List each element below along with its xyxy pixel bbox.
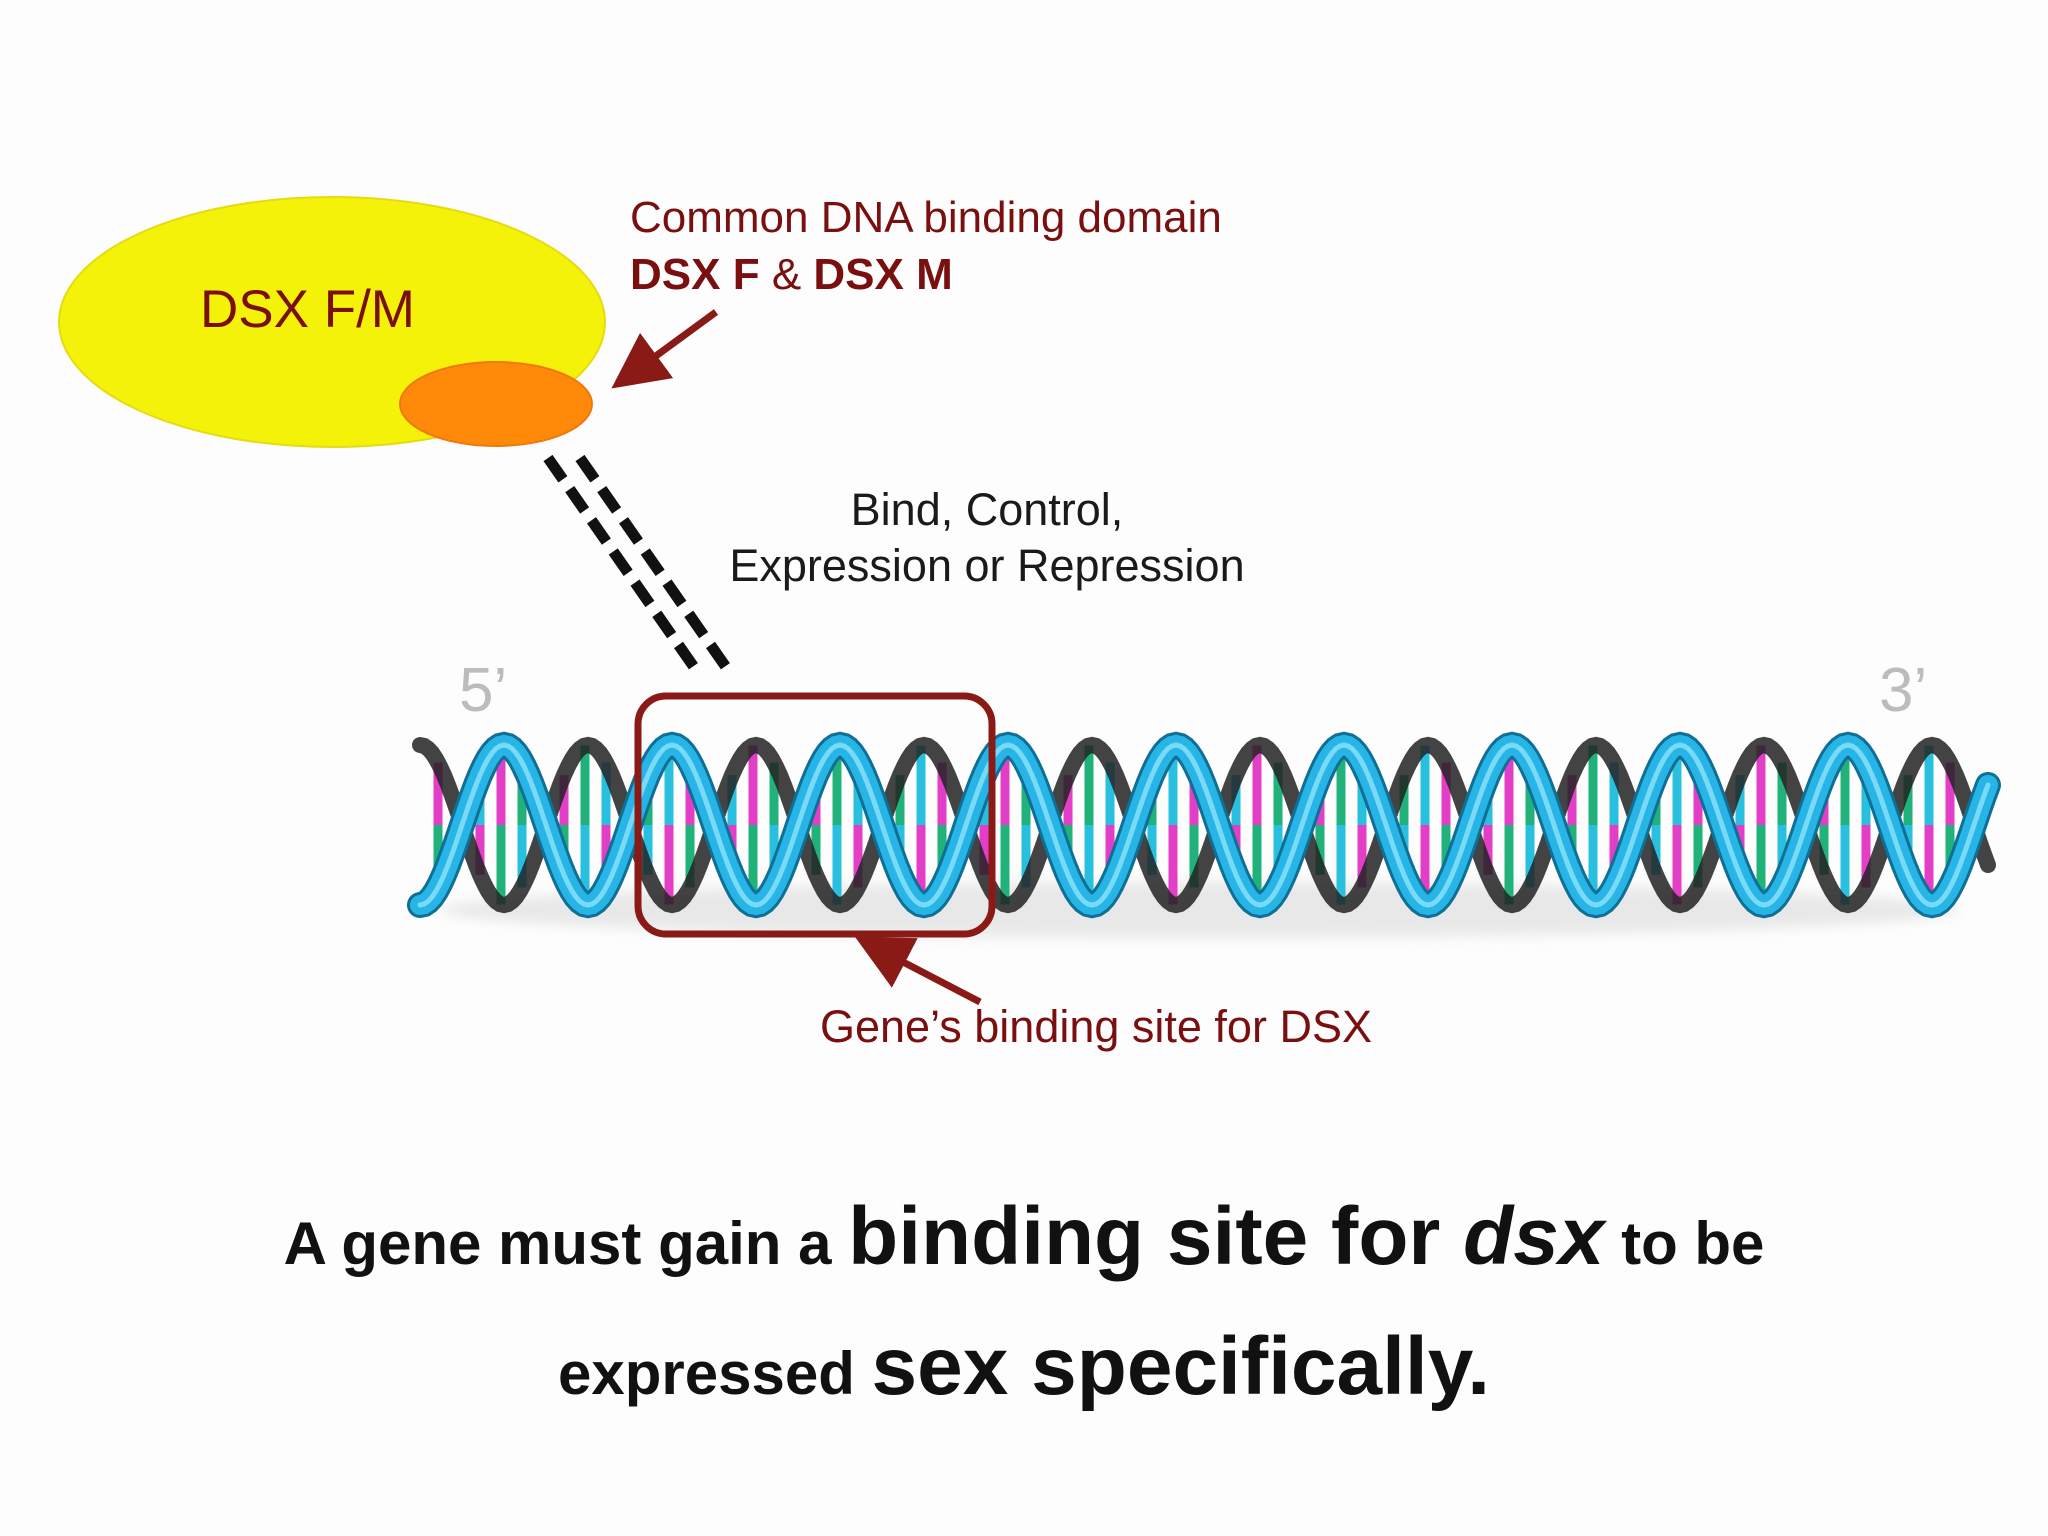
action-line-1: Bind, Control, xyxy=(850,484,1124,535)
binding-site-box xyxy=(634,692,996,938)
caption-line-2: expressed sex specifically. xyxy=(0,1320,2048,1414)
caption-text: expressed xyxy=(558,1340,872,1407)
binding-connector xyxy=(543,454,733,674)
domain-note-variants: DSX F & DSX M xyxy=(630,253,953,297)
caption-gene-name: dsx xyxy=(1463,1191,1605,1282)
ampersand: & xyxy=(771,250,802,299)
domain-note-title: Common DNA binding domain xyxy=(630,193,1222,242)
caption-emphasis: sex specifically. xyxy=(871,1321,1490,1412)
dsx-m-label: DSX M xyxy=(813,250,953,299)
caption-text: to be xyxy=(1604,1210,1765,1277)
binding-site-label: Gene’s binding site for DSX xyxy=(820,1001,1372,1052)
dna-binding-domain xyxy=(399,361,593,447)
caption-text: A gene must gain a xyxy=(283,1210,849,1277)
five-prime-end: 5’ xyxy=(459,656,508,725)
dsx-f-label: DSX F xyxy=(630,250,760,299)
domain-arrow xyxy=(611,309,719,389)
protein-label: DSX F/M xyxy=(200,280,415,339)
caption-line-1: A gene must gain a binding site for dsx … xyxy=(0,1190,2048,1284)
dna-helix xyxy=(407,731,2001,938)
caption-emphasis: binding site for xyxy=(848,1191,1464,1282)
action-line-2: Expression or Repression xyxy=(729,540,1245,591)
binding-site-arrow xyxy=(855,937,982,1006)
three-prime-end: 3’ xyxy=(1879,656,1928,725)
